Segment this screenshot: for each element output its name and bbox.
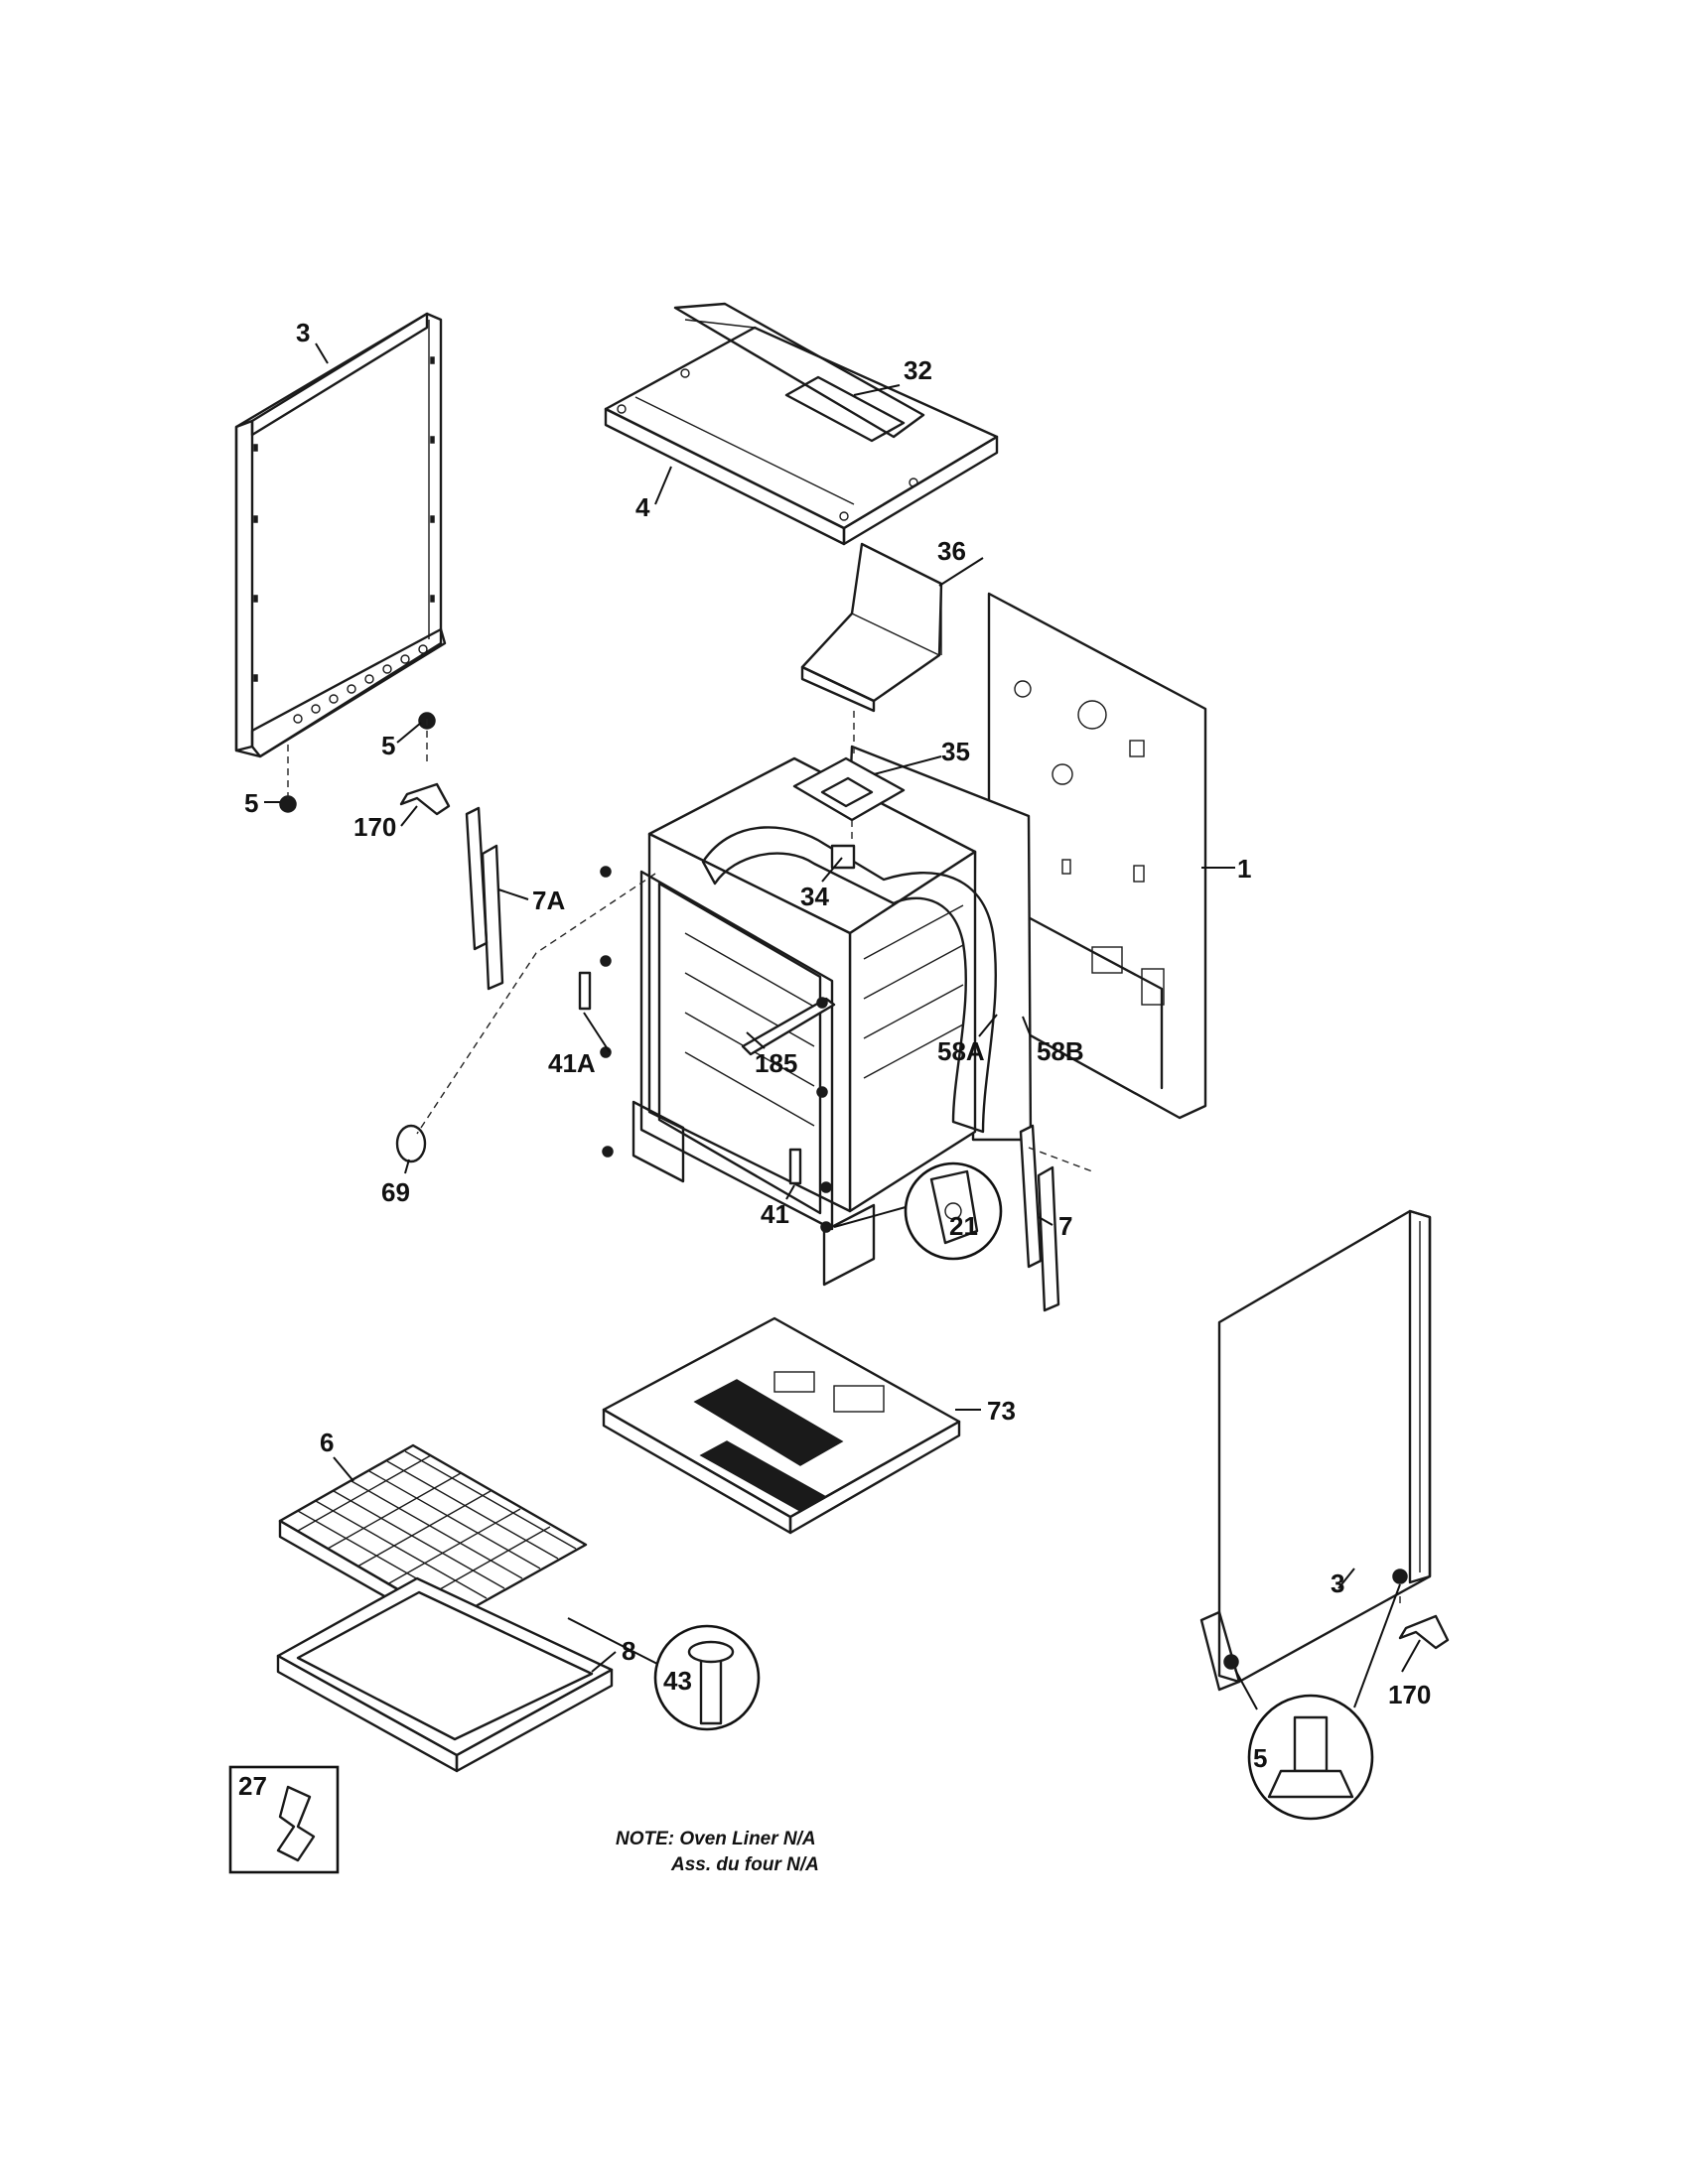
screw-right-top bbox=[1392, 1569, 1408, 1584]
bottom-panel bbox=[602, 1316, 961, 1535]
side-panel-left bbox=[234, 312, 447, 758]
side-panel-right bbox=[1199, 1209, 1432, 1692]
vent-bracket bbox=[800, 542, 943, 713]
bracket-170-left bbox=[399, 782, 451, 816]
callout-5-a: 5 bbox=[244, 788, 258, 818]
callout-32: 32 bbox=[904, 355, 932, 385]
note-line-1: NOTE: Oven Liner N/A bbox=[616, 1829, 816, 1849]
note-line-2: Ass. du four N/A bbox=[670, 1854, 819, 1875]
screw-right-bottom bbox=[1223, 1654, 1239, 1670]
broiler-pan bbox=[276, 1576, 614, 1773]
top-frame bbox=[604, 302, 999, 546]
callout-7: 7 bbox=[1058, 1211, 1072, 1241]
callout-41: 41 bbox=[761, 1199, 789, 1229]
callout-41a: 41A bbox=[548, 1048, 596, 1078]
note: NOTE: Oven Liner N/A Ass. du four N/A bbox=[616, 1829, 819, 1875]
bracket-41a bbox=[578, 971, 592, 1011]
callout-leader-lines bbox=[264, 342, 1421, 1673]
oven-light-lens-69 bbox=[395, 1124, 427, 1163]
oven-cavity-assembly bbox=[632, 745, 1033, 1287]
leader-43 bbox=[567, 1617, 658, 1665]
callout-5-circle: 5 bbox=[1253, 1743, 1267, 1773]
callout-170-right: 170 bbox=[1388, 1680, 1431, 1709]
callout-3-left: 3 bbox=[296, 318, 310, 347]
detail-circle-21 bbox=[904, 1161, 1003, 1261]
bracket-170-right bbox=[1398, 1614, 1450, 1650]
mounting-screws bbox=[600, 866, 832, 1233]
callout-3-right: 3 bbox=[1331, 1569, 1344, 1598]
callout-35: 35 bbox=[941, 737, 970, 766]
hinge-left-7a bbox=[465, 806, 504, 991]
callout-6: 6 bbox=[320, 1428, 334, 1457]
callout-7a: 7A bbox=[532, 886, 565, 915]
callout-1: 1 bbox=[1237, 854, 1251, 884]
leader-5-screw-top bbox=[1353, 1583, 1401, 1708]
back-panel bbox=[987, 592, 1207, 1120]
callout-36: 36 bbox=[937, 536, 966, 566]
callout-21: 21 bbox=[949, 1211, 978, 1241]
callout-labels: 3 32 4 36 1 35 34 7A 185 41A 41 7 58A 58… bbox=[238, 318, 1431, 1801]
callout-58b: 58B bbox=[1037, 1036, 1084, 1066]
detail-circle-5 bbox=[1247, 1694, 1374, 1821]
callout-27: 27 bbox=[238, 1771, 267, 1801]
callout-69: 69 bbox=[381, 1177, 410, 1207]
callout-73: 73 bbox=[987, 1396, 1016, 1426]
callout-43: 43 bbox=[663, 1666, 692, 1696]
callout-170-left: 170 bbox=[353, 812, 396, 842]
callout-34: 34 bbox=[800, 882, 829, 911]
inset-box-27 bbox=[228, 1765, 340, 1874]
callout-185: 185 bbox=[755, 1048, 797, 1078]
callout-8: 8 bbox=[622, 1636, 635, 1666]
callout-5-b: 5 bbox=[381, 731, 395, 760]
detail-circle-43 bbox=[653, 1624, 761, 1731]
leader-5-screw-bottom bbox=[1234, 1669, 1258, 1710]
bracket-41 bbox=[788, 1148, 802, 1185]
hinge-right-7 bbox=[1019, 1124, 1060, 1312]
leader-21 bbox=[833, 1206, 907, 1228]
callout-58a: 58A bbox=[937, 1036, 985, 1066]
callout-4: 4 bbox=[635, 492, 650, 522]
